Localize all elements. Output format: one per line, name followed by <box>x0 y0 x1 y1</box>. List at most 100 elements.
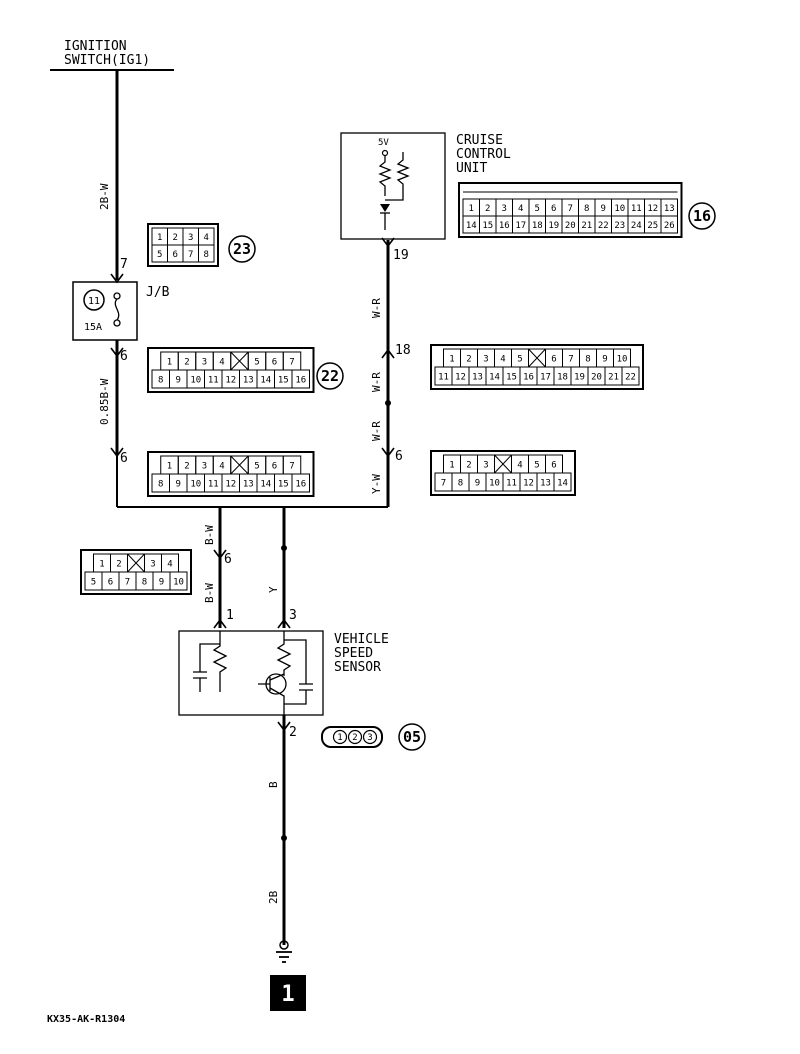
connector-pin-label: 8 <box>585 355 590 365</box>
connector-pin-label: 12 <box>225 480 236 490</box>
connector-pin-label: 21 <box>608 373 619 383</box>
connector-pin-label: 6 <box>108 578 113 588</box>
pin-jb-in: 7 <box>120 257 128 272</box>
connector-pin-label: 9 <box>176 376 181 386</box>
sensor-capacitor-left-icon <box>193 643 220 692</box>
connector-pin-label: 12 <box>523 479 534 489</box>
sensor-resistor-right-icon <box>276 631 292 676</box>
sensor-title-line3: SENSOR <box>334 660 381 675</box>
connector-pin-label: 4 <box>167 560 172 570</box>
connector-pin-label: 12 <box>455 373 466 383</box>
connector-pin-label: 10 <box>190 376 201 386</box>
connector-pin-label: 8 <box>158 480 163 490</box>
connector-pin-label: 1 <box>99 560 104 570</box>
arrow-jc-bottom <box>213 549 227 560</box>
ground-terminal <box>279 940 289 950</box>
connector-pin-label: 2 <box>116 560 121 570</box>
connector-pin-label: 13 <box>243 376 254 386</box>
connector-pin-label: 24 <box>631 221 642 231</box>
sensor-resistor-left-icon <box>212 631 228 692</box>
connector-pin-label: 3 <box>202 462 207 472</box>
vehicle-speed-sensor-box <box>178 630 324 716</box>
wire-label-sensor-bw: B-W <box>203 583 216 603</box>
ecu-resistor-icon <box>378 156 392 196</box>
splice-dot-right <box>385 400 391 406</box>
connector-22-id-circle <box>316 362 344 390</box>
connector-05-id-circle <box>398 723 426 751</box>
connector-pin-label: 2 <box>466 355 471 365</box>
connector-pin-label: 5 <box>535 204 540 214</box>
connector-pin-label: 2 <box>184 358 189 368</box>
connector-pin-label: 13 <box>472 373 483 383</box>
connector-pin-label: 10 <box>190 480 201 490</box>
splice-dot-ground <box>281 835 287 841</box>
connector-pin-label: 25 <box>647 221 658 231</box>
connector-pin-label: 1 <box>449 355 454 365</box>
ecu-title-line1: CRUISE <box>456 133 503 148</box>
connector-pin-label: 10 <box>617 355 628 365</box>
connector-pin-label: 3 <box>150 560 155 570</box>
fuse-number: 11 <box>88 296 100 307</box>
connector-pin-label: 1 <box>157 233 162 243</box>
connector-pin-label: 9 <box>159 578 164 588</box>
pin-jc-bottom: 6 <box>224 552 232 567</box>
connector-pin-label: 5 <box>91 578 96 588</box>
connector-05-pin1-label: 1 <box>337 733 342 743</box>
connector-cell <box>621 366 640 386</box>
arrow-jb-out <box>110 347 124 358</box>
connector-frame <box>147 223 219 267</box>
ecu-resistor-2-icon <box>385 152 410 201</box>
connector-cell <box>291 369 310 389</box>
connector-pin-label: 8 <box>142 578 147 588</box>
connector-05-pin2-label: 2 <box>352 733 357 743</box>
pin-jc-right-top: 18 <box>395 343 411 358</box>
sensor-title-line1: VEHICLE <box>334 632 389 647</box>
connector-frame <box>80 549 192 595</box>
pin-sensor-bottom: 2 <box>289 725 297 740</box>
connector-pin-label: 15 <box>506 373 517 383</box>
wire-label-ign: 2B-W <box>98 183 111 210</box>
connector-pin-label: 9 <box>602 355 607 365</box>
connector-pin-label: 7 <box>125 578 130 588</box>
connector-23-id: 23 <box>233 240 251 258</box>
wire-label-b: B <box>267 781 280 788</box>
ignition-title-line1: IGNITION <box>64 39 127 54</box>
connector-pin-label: 4 <box>500 355 505 365</box>
connector-pin-label: 7 <box>289 462 294 472</box>
connector-pin-label: 14 <box>466 221 477 231</box>
connector-pin-label: 15 <box>278 480 289 490</box>
wire-label-wr-low: W-R <box>370 421 383 441</box>
connector-cell <box>553 472 572 492</box>
pin-jc-left: 6 <box>120 451 128 466</box>
ground-id-box <box>270 975 306 1011</box>
connector-pin-label: 15 <box>278 376 289 386</box>
arrow-ecu <box>381 237 395 248</box>
connector-pin-label: 6 <box>551 355 556 365</box>
connector-pin-label: 6 <box>551 204 556 214</box>
pin-jb-out: 6 <box>120 349 128 364</box>
connector-pin-label: 2 <box>184 462 189 472</box>
wire-label-wr-top: W-R <box>370 298 383 318</box>
connector-pin-label: 3 <box>483 461 488 471</box>
connector-05-body <box>321 726 383 748</box>
connector-pin-label: 5 <box>517 355 522 365</box>
connector-pin-label: 2 <box>173 233 178 243</box>
fuse-terminal-bottom <box>113 319 121 327</box>
wire-label-ground: 2B <box>267 890 280 904</box>
connector-pin-label: 16 <box>295 376 306 386</box>
arrow-sensor-bottom <box>277 721 291 732</box>
connector-pin-label: 11 <box>438 373 449 383</box>
ecu-supply-terminal <box>381 149 389 157</box>
connector-05-pin3-label: 3 <box>367 733 372 743</box>
connector-pin-label: 5 <box>254 358 259 368</box>
connector-pin-label: 17 <box>515 221 526 231</box>
connector-05-pin3 <box>362 729 378 745</box>
connector-pin-label: 7 <box>568 204 573 214</box>
connector-frame <box>430 344 644 390</box>
connector-frame <box>147 451 315 497</box>
connector-cell <box>198 244 215 263</box>
connector-cell <box>291 473 310 493</box>
wire-label-yw: Y-W <box>370 474 383 494</box>
